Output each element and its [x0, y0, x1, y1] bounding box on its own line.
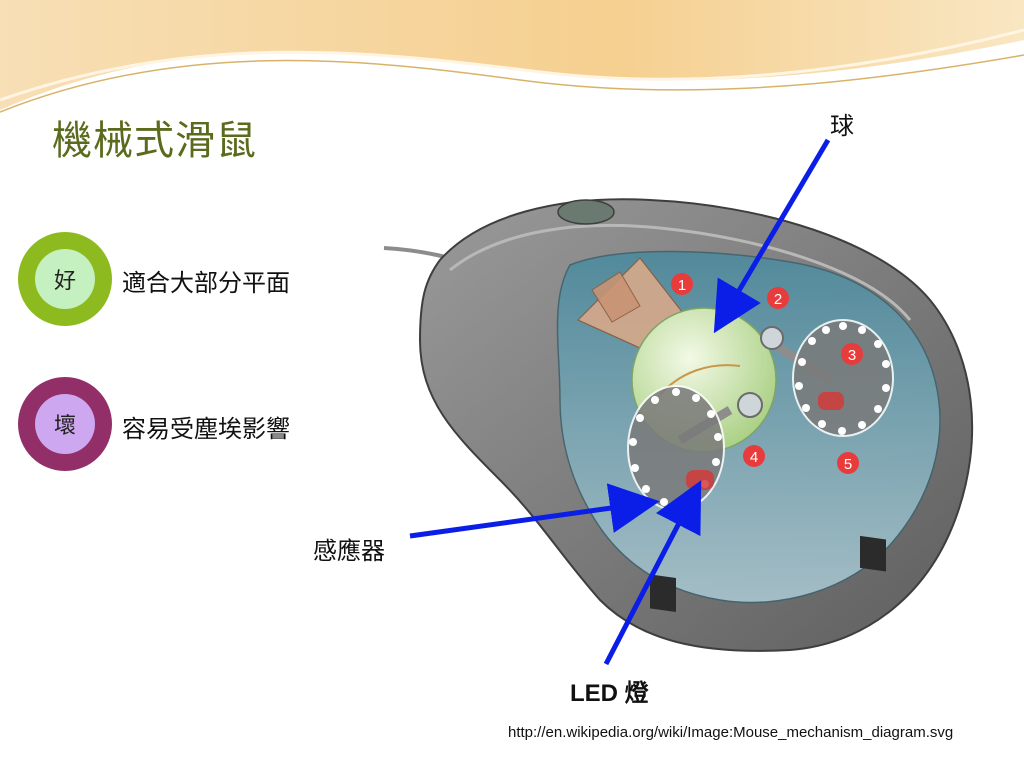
led-front [686, 470, 714, 490]
sensor-back [860, 535, 886, 572]
sensor-label: 感應器 [313, 537, 385, 565]
marker-1: 1 [671, 273, 693, 295]
marker-3: 3 [841, 343, 863, 365]
cons-badge: 壞 [18, 377, 112, 471]
pros-badge: 好 [18, 232, 112, 326]
marker-2: 2 [767, 287, 789, 309]
mouse-mechanism-diagram: 1 2 3 4 5 [383, 138, 974, 666]
marker-5: 5 [837, 452, 859, 474]
cons-text: 容易受塵埃影響 [122, 415, 290, 443]
led-back [818, 392, 844, 410]
svg-text:5: 5 [844, 456, 852, 473]
encoder-wheel-front [627, 385, 725, 511]
led-label: LED 燈 [570, 680, 649, 707]
led-arrow [603, 480, 702, 666]
svg-text:2: 2 [774, 291, 782, 308]
ball-label: 球 [830, 112, 854, 140]
slide-title: 機械式滑鼠 [52, 118, 257, 164]
svg-text:4: 4 [750, 449, 758, 466]
pros-badge-label: 好 [35, 249, 95, 309]
pros-text: 適合大部分平面 [122, 269, 290, 297]
encoder-wheel-back [792, 319, 894, 437]
ball-arrow [713, 138, 831, 334]
marker-4: 4 [743, 445, 765, 467]
svg-text:3: 3 [848, 347, 856, 364]
scroll-wheel [557, 199, 615, 225]
svg-text:1: 1 [678, 277, 686, 294]
source-url: http://en.wikipedia.org/wiki/Image:Mouse… [508, 724, 954, 741]
cons-badge-label: 壞 [35, 394, 95, 454]
sensor-arrow [409, 483, 660, 539]
encoder-wheel-back-holes [795, 322, 890, 435]
header-swoosh-decoration [0, 0, 1024, 113]
sensor-front [650, 574, 676, 613]
